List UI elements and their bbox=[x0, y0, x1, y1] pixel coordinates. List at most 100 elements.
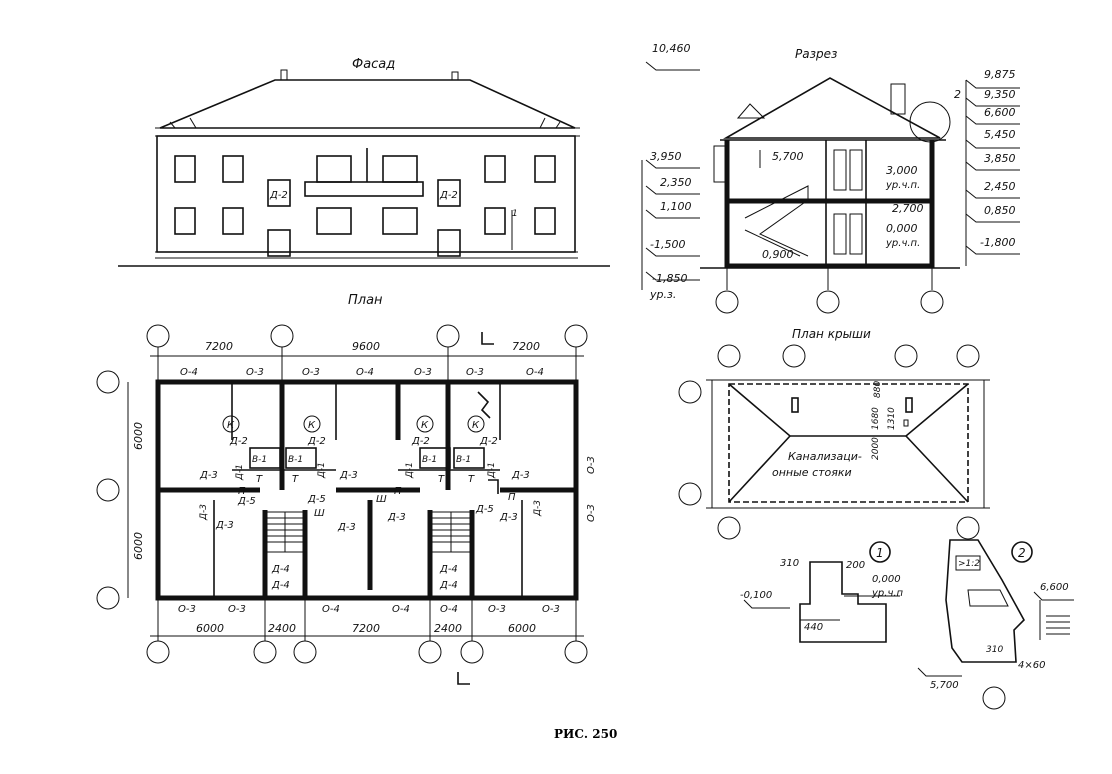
plan-window-bottom-6: О-3 bbox=[542, 604, 560, 615]
plan-door-d5-0: Д-5 bbox=[237, 496, 256, 507]
plan-dim-bottom-4: 6000 bbox=[508, 622, 536, 635]
plan-window-top-4: О-3 bbox=[414, 367, 432, 378]
plan-window-top-0: О-4 bbox=[180, 367, 198, 378]
plan-dim-bottom-3: 2400 bbox=[434, 622, 462, 635]
section-inner-0: 5,700 bbox=[772, 150, 804, 163]
plan-door-t-2: Т bbox=[438, 474, 445, 485]
section-inner-3: 2,700 bbox=[892, 202, 924, 215]
plan-window-bottom-4: О-4 bbox=[440, 604, 458, 615]
plan-door-v1-3: В-1 bbox=[456, 455, 471, 465]
roof-plan-title: План крыши bbox=[792, 327, 871, 341]
plan-door-d1-2: Д-1 bbox=[405, 462, 415, 479]
plan-kitchen-mark-1: К bbox=[308, 420, 316, 431]
facade-marker: 1 bbox=[512, 209, 518, 219]
plan-door-v1-2: В-1 bbox=[422, 455, 437, 465]
section-inner-5: ур.ч.п. bbox=[885, 238, 920, 249]
detail2-slope: >1:2 bbox=[958, 559, 980, 569]
plan-dim-left-1: 6000 bbox=[132, 532, 145, 560]
plan-window-top-6: О-4 bbox=[526, 367, 544, 378]
detail2-level-1: 5,700 bbox=[930, 680, 959, 691]
section-level-right-6: 0,850 bbox=[984, 204, 1016, 217]
plan-door-d5-1: Д-5 bbox=[307, 494, 326, 505]
plan-door-d3-5: Д-3 bbox=[387, 512, 406, 523]
plan-door-d3-6: Д-3 bbox=[499, 512, 518, 523]
section-level-right-4: 3,850 bbox=[984, 152, 1016, 165]
plan-door-d3-3: Д-3 bbox=[215, 520, 234, 531]
plan-dim-bottom-0: 6000 bbox=[196, 622, 224, 635]
section-level-left-2: 2,350 bbox=[660, 176, 692, 189]
plan-door-sh-1: Ш bbox=[376, 494, 387, 505]
plan-door-d4-0: Д-4 bbox=[271, 564, 290, 575]
plan-door-t-0: Т bbox=[256, 474, 263, 485]
plan-window-right-1: О-3 bbox=[586, 504, 597, 522]
plan-window-bottom-1: О-3 bbox=[228, 604, 246, 615]
detail2-number: 2 bbox=[1018, 546, 1026, 560]
plan-window-right-0: О-3 bbox=[586, 456, 597, 474]
roof-dim-2: 2000 bbox=[871, 437, 881, 460]
plan-door-d3-8: Д-3 bbox=[533, 500, 543, 517]
detail2-dim-1: 4×60 bbox=[1018, 660, 1045, 671]
plan-window-bottom-3: О-4 bbox=[392, 604, 410, 615]
plan-door-d1-3: Д-1 bbox=[487, 462, 497, 479]
roof-dim-3: 1310 bbox=[887, 407, 897, 430]
plan-door-d3-4: Д-3 bbox=[337, 522, 356, 533]
plan-kitchen-mark-3: К bbox=[472, 420, 480, 431]
section-level-left-1: 3,950 bbox=[650, 150, 682, 163]
section-level-right-1: 9,350 bbox=[984, 88, 1016, 101]
plan-door-t-3: Т bbox=[468, 474, 475, 485]
section-inner-1: 3,000 bbox=[886, 164, 918, 177]
plan-window-bottom-5: О-3 bbox=[488, 604, 506, 615]
plan-door-d3-1: Д-3 bbox=[339, 470, 358, 481]
detail1-level-2: ур.ч.п bbox=[871, 588, 904, 599]
plan-title: План bbox=[348, 293, 383, 308]
plan-dim-top-2: 7200 bbox=[512, 340, 540, 353]
roof-label-2: онные стояки bbox=[772, 466, 852, 479]
plan-door-p-1: П bbox=[394, 486, 402, 497]
plan-kitchen-mark-0: К bbox=[227, 420, 235, 431]
detail2-level-0: 6,600 bbox=[1040, 582, 1069, 593]
plan-window-top-2: О-3 bbox=[302, 367, 320, 378]
section-title: Разрез bbox=[795, 47, 837, 61]
plan-door-p-0: П bbox=[238, 486, 246, 497]
plan-door-d3-7: Д-3 bbox=[199, 504, 209, 521]
plan-kitchen-mark-2: К bbox=[421, 420, 429, 431]
detail1-dim-0: 310 bbox=[780, 558, 799, 569]
section-level-right-3: 5,450 bbox=[984, 128, 1016, 141]
plan-door-d4-1: Д-4 bbox=[271, 580, 290, 591]
section-inner-2: ур.ч.п. bbox=[885, 180, 920, 191]
plan-door-d2-2: Д-2 bbox=[411, 436, 430, 447]
plan-door-t-1: Т bbox=[292, 474, 299, 485]
plan-door-d4-2: Д-4 bbox=[439, 564, 458, 575]
section-level-right-5: 2,450 bbox=[984, 180, 1016, 193]
detail1-level-1: 0,000 bbox=[872, 574, 901, 585]
plan-dim-top-0: 7200 bbox=[205, 340, 233, 353]
detail2-dim-0: 310 bbox=[986, 645, 1003, 655]
facade-door-label-right: Д-2 bbox=[439, 190, 458, 201]
detail1-level-0: -0,100 bbox=[740, 590, 772, 601]
section-level-right-2: 6,600 bbox=[984, 106, 1016, 119]
detail-2: 2 >1:2 6,600 310 4×60 5,700 bbox=[917, 539, 1074, 710]
facade-drawing: Фасад bbox=[118, 57, 610, 267]
roof-dim-0: 880 bbox=[873, 381, 883, 398]
plan-door-v1-1: В-1 bbox=[288, 455, 303, 465]
plan-window-bottom-0: О-3 bbox=[178, 604, 196, 615]
section-callout: 2 bbox=[954, 88, 961, 101]
facade-title: Фасад bbox=[352, 57, 395, 72]
figure-caption: РИС. 250 bbox=[554, 727, 617, 741]
plan-door-d3-0: Д-3 bbox=[199, 470, 218, 481]
plan-door-d1-0: Д-1 bbox=[235, 464, 245, 481]
section-level-right-0: 9,875 bbox=[984, 68, 1016, 81]
section-drawing: Разрез 10,460 3,950 2,350 1,100 -1,500 -… bbox=[641, 42, 1020, 314]
plan-dim-left-0: 6000 bbox=[132, 422, 145, 450]
floor-plan: План 7200 9600 7200 6000 2400 bbox=[96, 293, 597, 685]
roof-dim-1: 1680 bbox=[871, 407, 881, 430]
section-level-left-0: 10,460 bbox=[652, 42, 691, 55]
plan-door-d5-2: Д-5 bbox=[475, 504, 494, 515]
plan-dim-bottom-2: 7200 bbox=[352, 622, 380, 635]
detail1-dim-1: 200 bbox=[846, 560, 865, 571]
section-level-left-4: -1,500 bbox=[650, 238, 685, 251]
plan-door-d2-1: Д-2 bbox=[307, 436, 326, 447]
facade-door-label-left: Д-2 bbox=[269, 190, 288, 201]
plan-door-d4-3: Д-4 bbox=[439, 580, 458, 591]
